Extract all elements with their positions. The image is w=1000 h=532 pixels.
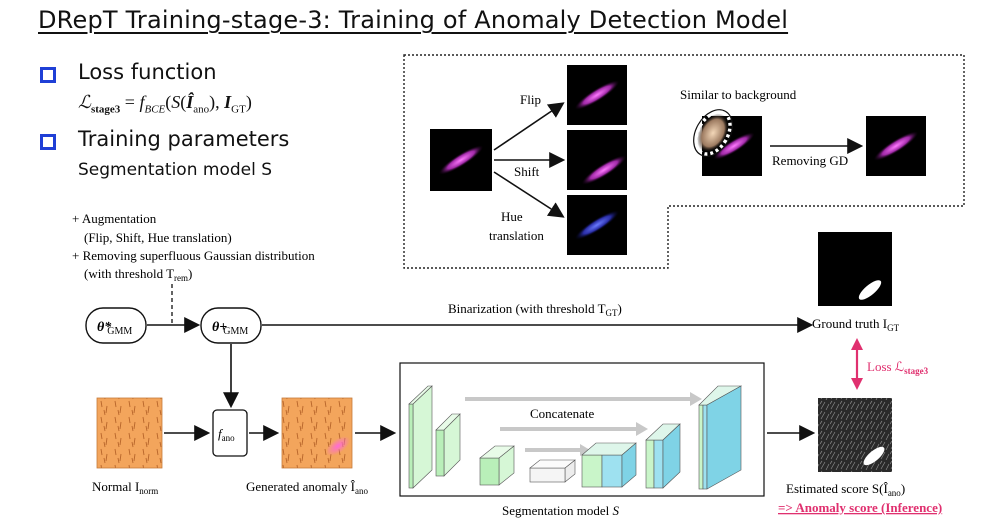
concatenate-label: Concatenate xyxy=(530,406,594,421)
encoder-block-2 xyxy=(435,413,461,477)
decoder-block-2 xyxy=(645,423,681,489)
label-similar-background: Similar to background xyxy=(680,87,797,102)
loss-label: Loss ℒstage3 xyxy=(867,359,929,376)
decoder-block-3 xyxy=(698,385,743,490)
skip-arrow-1 xyxy=(465,392,702,406)
bottleneck-block xyxy=(529,459,576,483)
segmentation-model-label: Segmentation model S xyxy=(78,160,273,180)
ground-truth-label: Ground truth IGT xyxy=(812,316,900,333)
fano-label: fano xyxy=(218,426,235,443)
generated-label: Generated anomaly Îano xyxy=(246,479,369,496)
note-augmentation: + Augmentation xyxy=(72,211,157,226)
inset-source-image xyxy=(430,129,492,191)
theta-plus-label: θ+GMM xyxy=(212,320,248,337)
estimated-score-image xyxy=(818,398,892,472)
loss-formula: ℒstage3 = fBCE(S(Îano), IGT) xyxy=(78,92,252,116)
inset-flip-image xyxy=(567,65,627,125)
theta-plus-node xyxy=(200,307,262,344)
note-threshold: (with threshold Trem) xyxy=(84,266,192,283)
estimated-label: Estimated score S(Îano) xyxy=(786,481,905,498)
bullet-loss-function: Loss function xyxy=(78,60,217,84)
inset-box xyxy=(403,54,965,269)
label-shift: Shift xyxy=(514,164,540,179)
seg-model-caption: Segmentation model S xyxy=(502,503,619,518)
normal-image xyxy=(96,397,163,469)
binarization-label: Binarization (with threshold TGT) xyxy=(448,301,622,318)
arrow-hue xyxy=(493,171,565,218)
inset-hue-image xyxy=(567,195,627,255)
inset-shift-image xyxy=(567,130,627,190)
label-hue: Hue xyxy=(501,209,523,224)
bullet-square-icon xyxy=(40,134,56,150)
anomaly-score-label: => Anomaly score (Inference) xyxy=(778,500,942,515)
page-title: DRepT Training-stage-3: Training of Anom… xyxy=(38,6,789,34)
theta-star-node xyxy=(85,307,147,344)
label-removing-gd: Removing GD xyxy=(772,153,848,168)
ground-truth-image xyxy=(818,232,892,306)
skip-arrow-2 xyxy=(500,422,648,436)
skip-arrow-3 xyxy=(525,444,590,456)
inset-similar-image xyxy=(693,109,762,176)
label-flip: Flip xyxy=(520,92,541,107)
inset-removed-image xyxy=(866,116,926,176)
theta-star-label: θ*GMM xyxy=(97,320,132,337)
fano-box xyxy=(212,409,248,457)
encoder-block-3 xyxy=(479,445,515,486)
label-translation: translation xyxy=(489,228,544,243)
note-removing: + Removing superfluous Gaussian distribu… xyxy=(72,248,315,263)
generated-anomaly-image xyxy=(281,397,353,469)
bullet-training-parameters: Training parameters xyxy=(78,127,290,151)
note-augmentation-detail: (Flip, Shift, Hue translation) xyxy=(84,230,232,245)
decoder-block-1 xyxy=(581,442,637,488)
bullet-square-icon xyxy=(40,67,56,83)
encoder-block-1 xyxy=(408,385,433,489)
arrow-flip xyxy=(493,102,565,151)
normal-label: Normal Inorm xyxy=(92,479,158,496)
